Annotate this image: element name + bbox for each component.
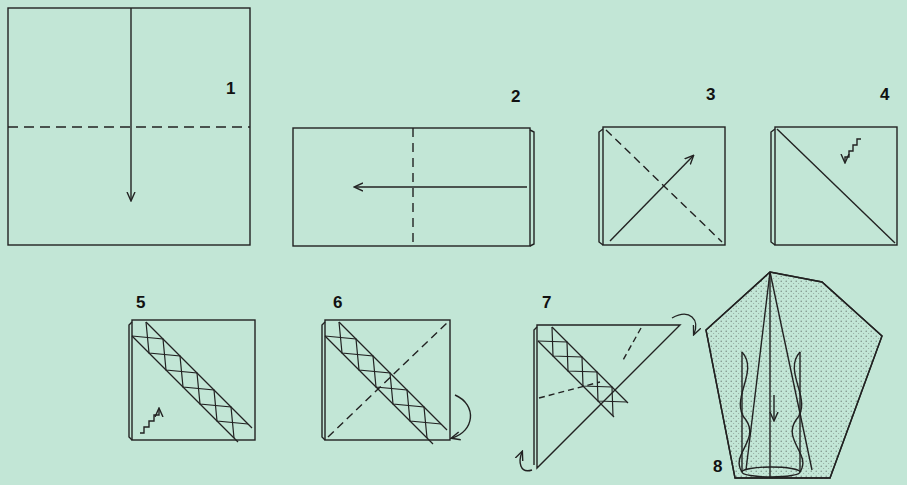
cut-lattice-band: [132, 322, 252, 442]
step-number: 1: [226, 80, 235, 97]
step-1-square: [8, 8, 250, 245]
step-number: 3: [706, 86, 715, 103]
step-4-square: [771, 127, 897, 245]
step-6-square: [322, 320, 470, 444]
step-2-rectangle: [293, 128, 534, 246]
step-number: 8: [713, 458, 722, 475]
step-3-square: [599, 127, 725, 245]
step-number: 7: [542, 294, 551, 311]
cut-lattice-band: [538, 327, 628, 417]
step-number: 5: [136, 294, 145, 311]
step-number: 6: [333, 294, 342, 311]
cut-lattice-band: [325, 322, 447, 444]
step-5-square: [129, 320, 255, 442]
finished-lantern: [706, 272, 882, 478]
step-number: 2: [511, 88, 520, 105]
step-7-triangle: [520, 314, 696, 470]
step-number: 4: [880, 86, 889, 103]
